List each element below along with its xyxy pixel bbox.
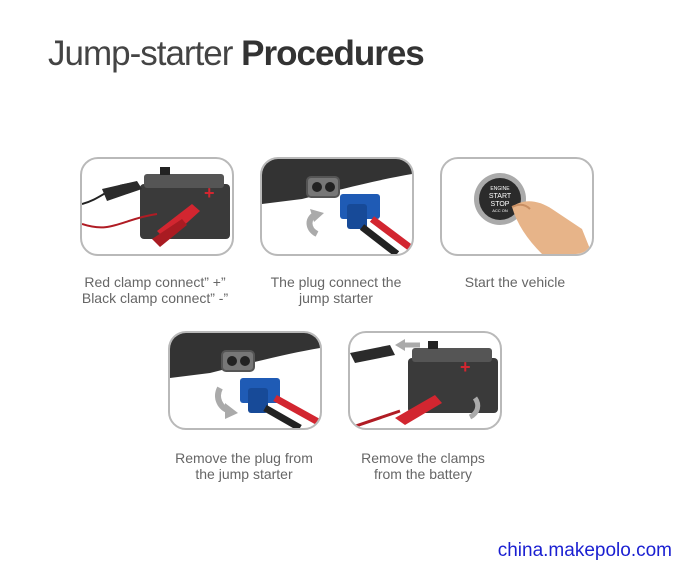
step-2-caption: The plug connect the jump starter <box>270 274 402 306</box>
red-clamp-icon <box>152 204 200 247</box>
finger-icon <box>511 201 592 254</box>
page-title: Jump-starter Procedures <box>48 34 425 74</box>
black-clamp-icon <box>350 345 395 363</box>
step-1-illustration: + <box>80 157 234 256</box>
svg-text:+: + <box>460 357 471 377</box>
engine-start-button-icon: ENGINE START STOP ACC ON <box>474 173 526 225</box>
svg-text:ENGINE: ENGINE <box>490 186 510 192</box>
title-light: Jump-starter <box>48 34 233 73</box>
svg-text:+: + <box>204 183 215 203</box>
title-bold: Procedures <box>241 34 425 73</box>
red-clamp-icon <box>350 395 442 428</box>
step-3-caption: Start the vehicle <box>464 274 566 290</box>
blue-plug-icon <box>340 194 412 254</box>
blue-plug-icon <box>240 378 320 428</box>
step-3-illustration: ENGINE START STOP ACC ON <box>440 157 594 256</box>
watermark: china.makepolo.com <box>497 540 672 561</box>
step-2-illustration <box>260 157 414 256</box>
step-1-caption: Red clamp connect” +” Black clamp connec… <box>81 274 229 306</box>
jump-starter-icon <box>170 333 320 378</box>
step-5-illustration: + <box>348 331 502 430</box>
jump-starter-icon <box>262 159 412 204</box>
battery-icon: + <box>140 167 230 239</box>
arrow-icon <box>395 339 481 420</box>
svg-text:START: START <box>489 193 512 200</box>
svg-text:STOP: STOP <box>491 201 510 208</box>
battery-icon: + <box>408 341 498 413</box>
black-clamp-icon <box>102 181 142 201</box>
step-5-caption: Remove the clamps from the battery <box>361 450 485 482</box>
arrow-icon <box>306 209 324 237</box>
step-4-illustration <box>168 331 322 430</box>
step-4-caption: Remove the plug from the jump starter <box>175 450 313 482</box>
arrow-icon <box>215 386 238 419</box>
svg-text:ACC ON: ACC ON <box>492 208 508 213</box>
